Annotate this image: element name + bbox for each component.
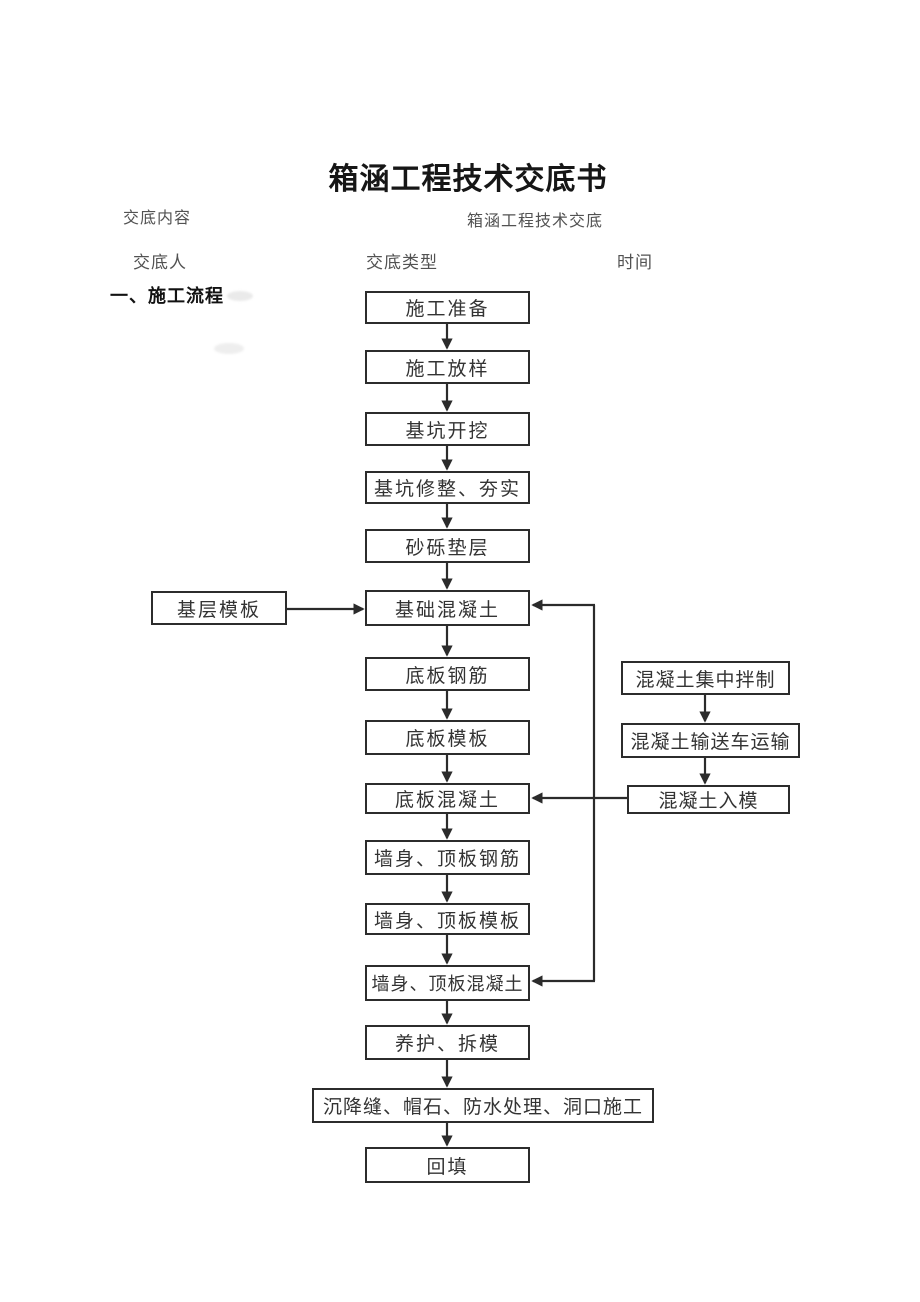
flow-node-joints-waterproof-openings: 沉降缝、帽石、防水处理、洞口施工 — [312, 1088, 654, 1123]
flow-node-gravel-cushion: 砂砾垫层 — [365, 529, 530, 563]
flow-node-curing-demolding: 养护、拆模 — [365, 1025, 530, 1060]
flow-node-slab-concrete: 底板混凝土 — [365, 783, 530, 814]
header-field-time-label: 时间 — [617, 253, 653, 272]
section-heading: 一、施工流程 — [110, 286, 224, 306]
flow-node-concrete-into-mold: 混凝土入模 — [627, 785, 790, 814]
page-title: 箱涵工程技术交底书 — [328, 163, 608, 196]
flow-node-wall-roof-rebar: 墙身、顶板钢筋 — [365, 840, 530, 875]
header-field-person-label: 交底人 — [133, 253, 187, 272]
flow-node-wall-roof-concrete: 墙身、顶板混凝土 — [365, 965, 530, 1001]
flow-node-pit-trim-compact: 基坑修整、夯实 — [365, 471, 530, 504]
flow-node-base-formwork: 基层模板 — [151, 591, 287, 625]
header-field-type-label: 交底类型 — [366, 253, 438, 272]
flow-node-foundation-concrete: 基础混凝土 — [365, 590, 530, 626]
flow-node-concrete-truck-transport: 混凝土输送车运输 — [621, 723, 800, 758]
flow-node-pit-excavation: 基坑开挖 — [365, 412, 530, 446]
scan-artifact — [227, 291, 253, 301]
flow-node-concrete-central-mixing: 混凝土集中拌制 — [621, 661, 790, 695]
scan-artifact — [214, 343, 244, 354]
flow-node-slab-formwork: 底板模板 — [365, 720, 530, 755]
flow-node-backfill: 回填 — [365, 1147, 530, 1183]
flow-node-construction-prep: 施工准备 — [365, 291, 530, 324]
header-field-content-label: 交底内容 — [123, 210, 192, 227]
header-field-content-value: 箱涵工程技术交底 — [467, 213, 604, 230]
flow-node-slab-rebar: 底板钢筋 — [365, 657, 530, 691]
flow-node-layout: 施工放样 — [365, 350, 530, 384]
flow-node-wall-roof-formwork: 墙身、顶板模板 — [365, 903, 530, 935]
